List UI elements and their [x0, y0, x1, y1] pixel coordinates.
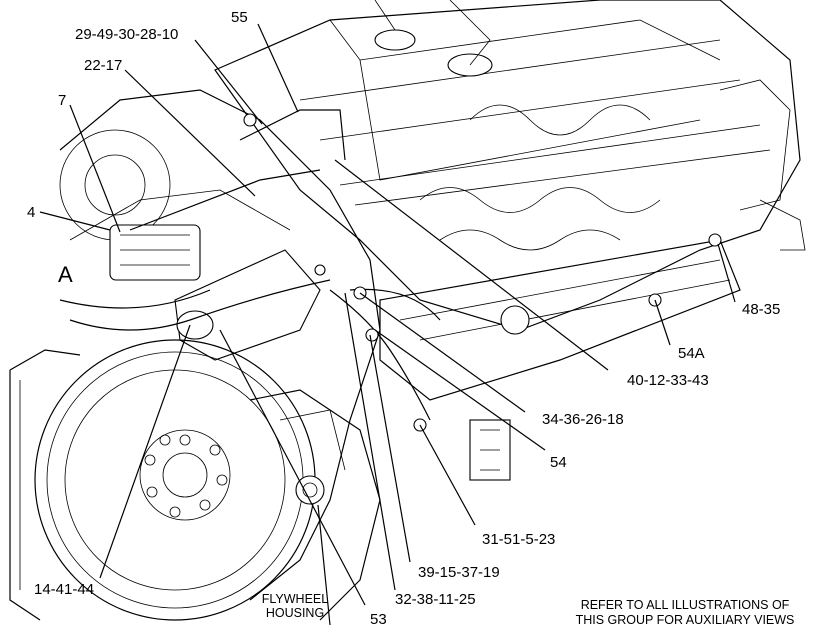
leader-54 — [374, 329, 546, 451]
view-label-a: A — [58, 262, 73, 287]
leader-4 — [39, 211, 111, 231]
callout-54: 54 — [550, 454, 567, 471]
flywheel-housing-label: FLYWHEEL HOUSING — [255, 592, 335, 620]
callout-4: 4 — [27, 204, 36, 221]
leader-22 — [124, 69, 256, 197]
leader-40 — [334, 159, 609, 371]
flywheel-label-line1: FLYWHEEL — [261, 592, 329, 606]
note-line2: THIS GROUP FOR AUXILIARY VIEWS — [575, 613, 795, 627]
leader-48 — [717, 243, 736, 303]
leader-54a — [654, 299, 671, 346]
callout-39-15-37-19: 39-15-37-19 — [418, 564, 500, 581]
callout-55: 55 — [231, 9, 248, 26]
callout-40-12-33-43: 40-12-33-43 — [627, 372, 709, 389]
auxiliary-views-note: REFER TO ALL ILLUSTRATIONS OF THIS GROUP… — [565, 598, 805, 628]
callout-34-36-26-18: 34-36-26-18 — [542, 411, 624, 428]
note-line1: REFER TO ALL ILLUSTRATIONS OF — [580, 598, 790, 612]
leader-31 — [419, 424, 476, 526]
callout-53: 53 — [370, 611, 387, 628]
leader-55 — [257, 23, 299, 113]
callout-7: 7 — [58, 92, 67, 109]
leader-53 — [219, 329, 366, 606]
leader-29 — [194, 39, 263, 125]
callout-31-51-5-23: 31-51-5-23 — [482, 531, 556, 548]
leader-32 — [344, 292, 396, 591]
callout-32-38-11-25: 32-38-11-25 — [395, 591, 476, 608]
callout-14-41-44: 14-41-44 — [34, 581, 95, 598]
leader-7 — [69, 104, 121, 233]
callout-22-17: 22-17 — [84, 57, 123, 74]
engine-block-drawing — [9, 0, 806, 621]
flywheel-label-line2: HOUSING — [265, 606, 325, 620]
callout-48-35: 48-35 — [742, 301, 781, 318]
callout-54a: 54A — [678, 345, 705, 362]
leader-34 — [359, 292, 526, 413]
leader-flywheel — [317, 504, 331, 626]
callout-29-49-30-28-10: 29-49-30-28-10 — [75, 26, 179, 43]
leader-lines — [39, 23, 736, 626]
leader-14 — [99, 324, 191, 579]
leader-39 — [369, 334, 411, 563]
